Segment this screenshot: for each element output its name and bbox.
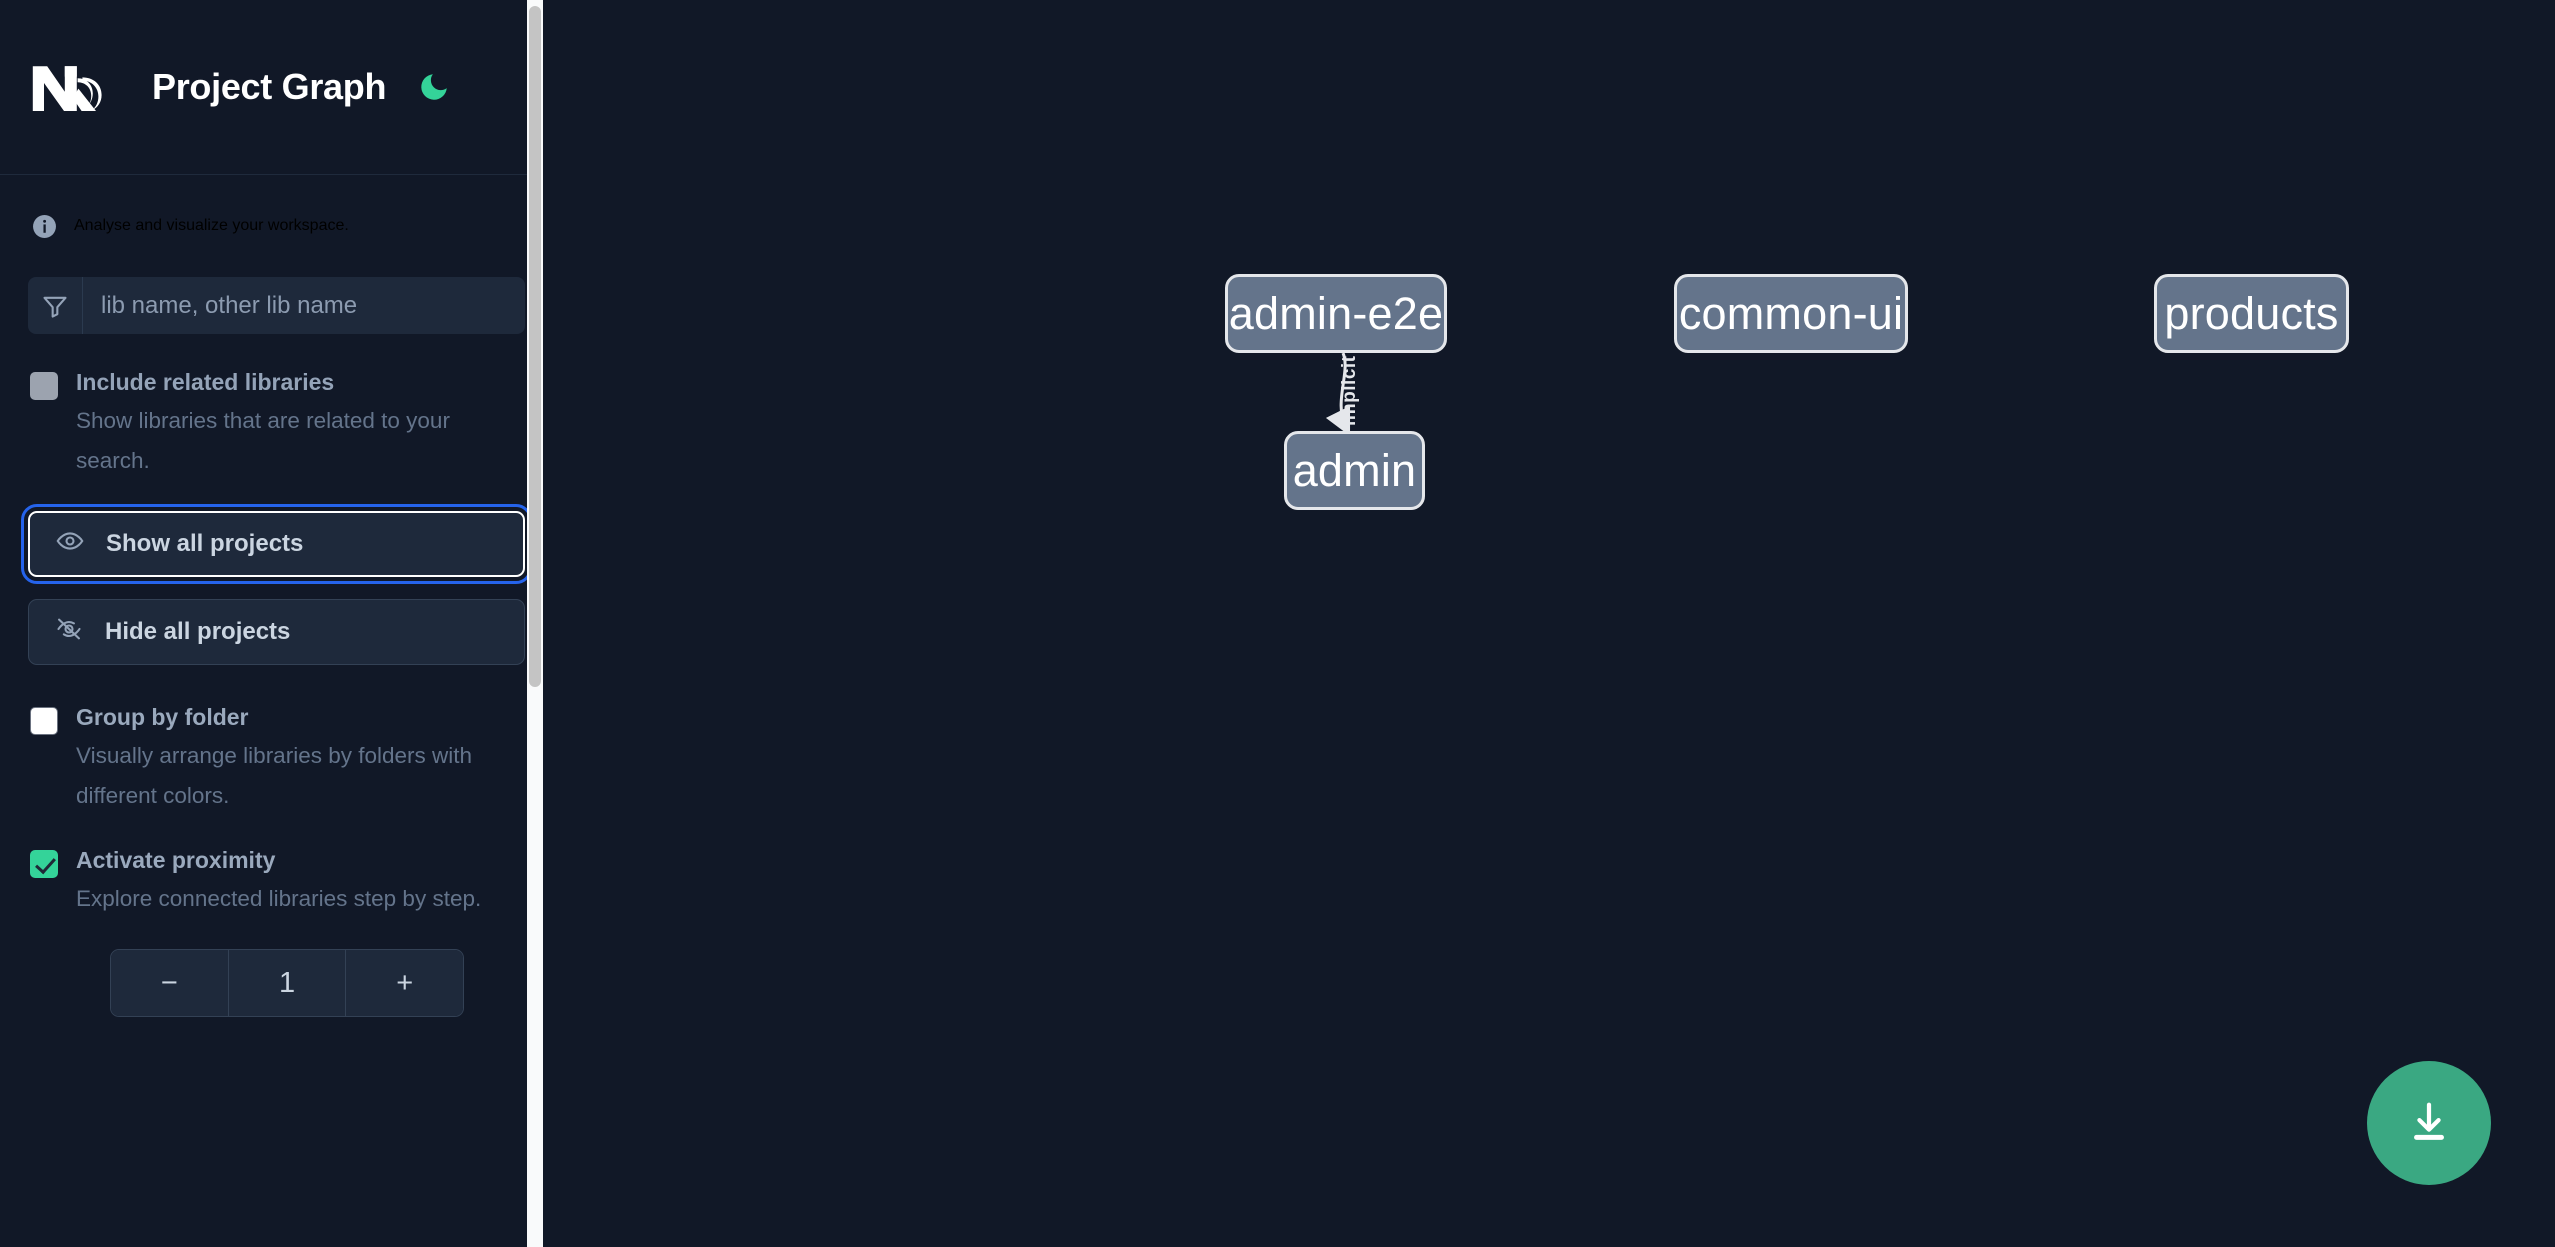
download-graph-button[interactable] <box>2367 1061 2491 1185</box>
checkbox-include-related-libraries[interactable] <box>30 372 58 400</box>
option-body: Group by folder Visually arrange librari… <box>76 703 525 816</box>
checkbox-group-by-folder[interactable] <box>30 707 58 735</box>
visibility-button-group: Show all projects Hide all projects <box>21 504 532 665</box>
eye-slash-icon <box>55 615 83 650</box>
stepper-decrement-button[interactable]: − <box>111 950 229 1016</box>
moon-icon[interactable] <box>414 67 454 107</box>
option-title: Activate proximity <box>76 847 276 873</box>
sidebar: Project Graph Analyse and visualize your… <box>0 0 553 1247</box>
option-description: Show libraries that are related to your … <box>76 408 450 473</box>
option-activate-proximity[interactable]: Activate proximity Explore connected lib… <box>28 846 525 919</box>
sidebar-header: Project Graph <box>0 0 553 175</box>
option-title: Group by folder <box>76 704 249 730</box>
option-description: Visually arrange libraries by folders wi… <box>76 743 473 808</box>
option-title: Include related libraries <box>76 369 335 395</box>
proximity-stepper[interactable]: − 1 + <box>110 949 464 1017</box>
eye-icon <box>56 527 84 562</box>
option-include-related-libraries[interactable]: Include related libraries Show libraries… <box>28 368 525 481</box>
option-description: Explore connected libraries step by step… <box>76 886 482 911</box>
stepper-increment-button[interactable]: + <box>346 950 463 1016</box>
show-all-projects-label: Show all projects <box>106 530 304 557</box>
show-all-projects-button[interactable]: Show all projects <box>21 504 532 584</box>
graph-canvas[interactable]: admin-e2e common-ui products store-e2e a… <box>553 0 2555 1247</box>
sidebar-right-edge <box>543 0 553 1247</box>
graph-edges <box>1325 352 1351 437</box>
sidebar-scrollbar-thumb[interactable] <box>529 6 541 687</box>
option-body: Include related libraries Show libraries… <box>76 368 525 481</box>
sidebar-scrollbar[interactable] <box>527 0 543 1247</box>
option-body: Activate proximity Explore connected lib… <box>76 846 525 919</box>
analyse-text: Analyse and visualize your workspace. <box>74 217 349 234</box>
nx-logo <box>28 58 124 116</box>
option-group-by-folder[interactable]: Group by folder Visually arrange librari… <box>28 703 525 816</box>
page-title: Project Graph <box>152 66 387 107</box>
graph-node-admin-e2e[interactable]: admin-e2e <box>1225 274 1447 353</box>
edge-label-implicit-admin: implicit <box>1339 355 1360 426</box>
download-icon <box>2406 1099 2452 1148</box>
graph-node-admin[interactable]: admin <box>1284 431 1425 510</box>
stepper-value: 1 <box>228 950 347 1016</box>
info-icon <box>32 214 57 239</box>
analyse-description: Analyse and visualize your workspace. <box>28 175 525 277</box>
hide-all-projects-label: Hide all projects <box>105 618 291 645</box>
graph-node-common-ui[interactable]: common-ui <box>1674 274 1908 353</box>
sidebar-body: Analyse and visualize your workspace. In… <box>0 175 553 1247</box>
graph-node-products[interactable]: products <box>2154 274 2349 353</box>
checkbox-activate-proximity[interactable] <box>30 850 58 878</box>
filter-icon <box>28 277 83 334</box>
search-input[interactable] <box>83 277 525 334</box>
hide-all-projects-button[interactable]: Hide all projects <box>28 599 525 665</box>
search-filter[interactable] <box>28 277 525 334</box>
